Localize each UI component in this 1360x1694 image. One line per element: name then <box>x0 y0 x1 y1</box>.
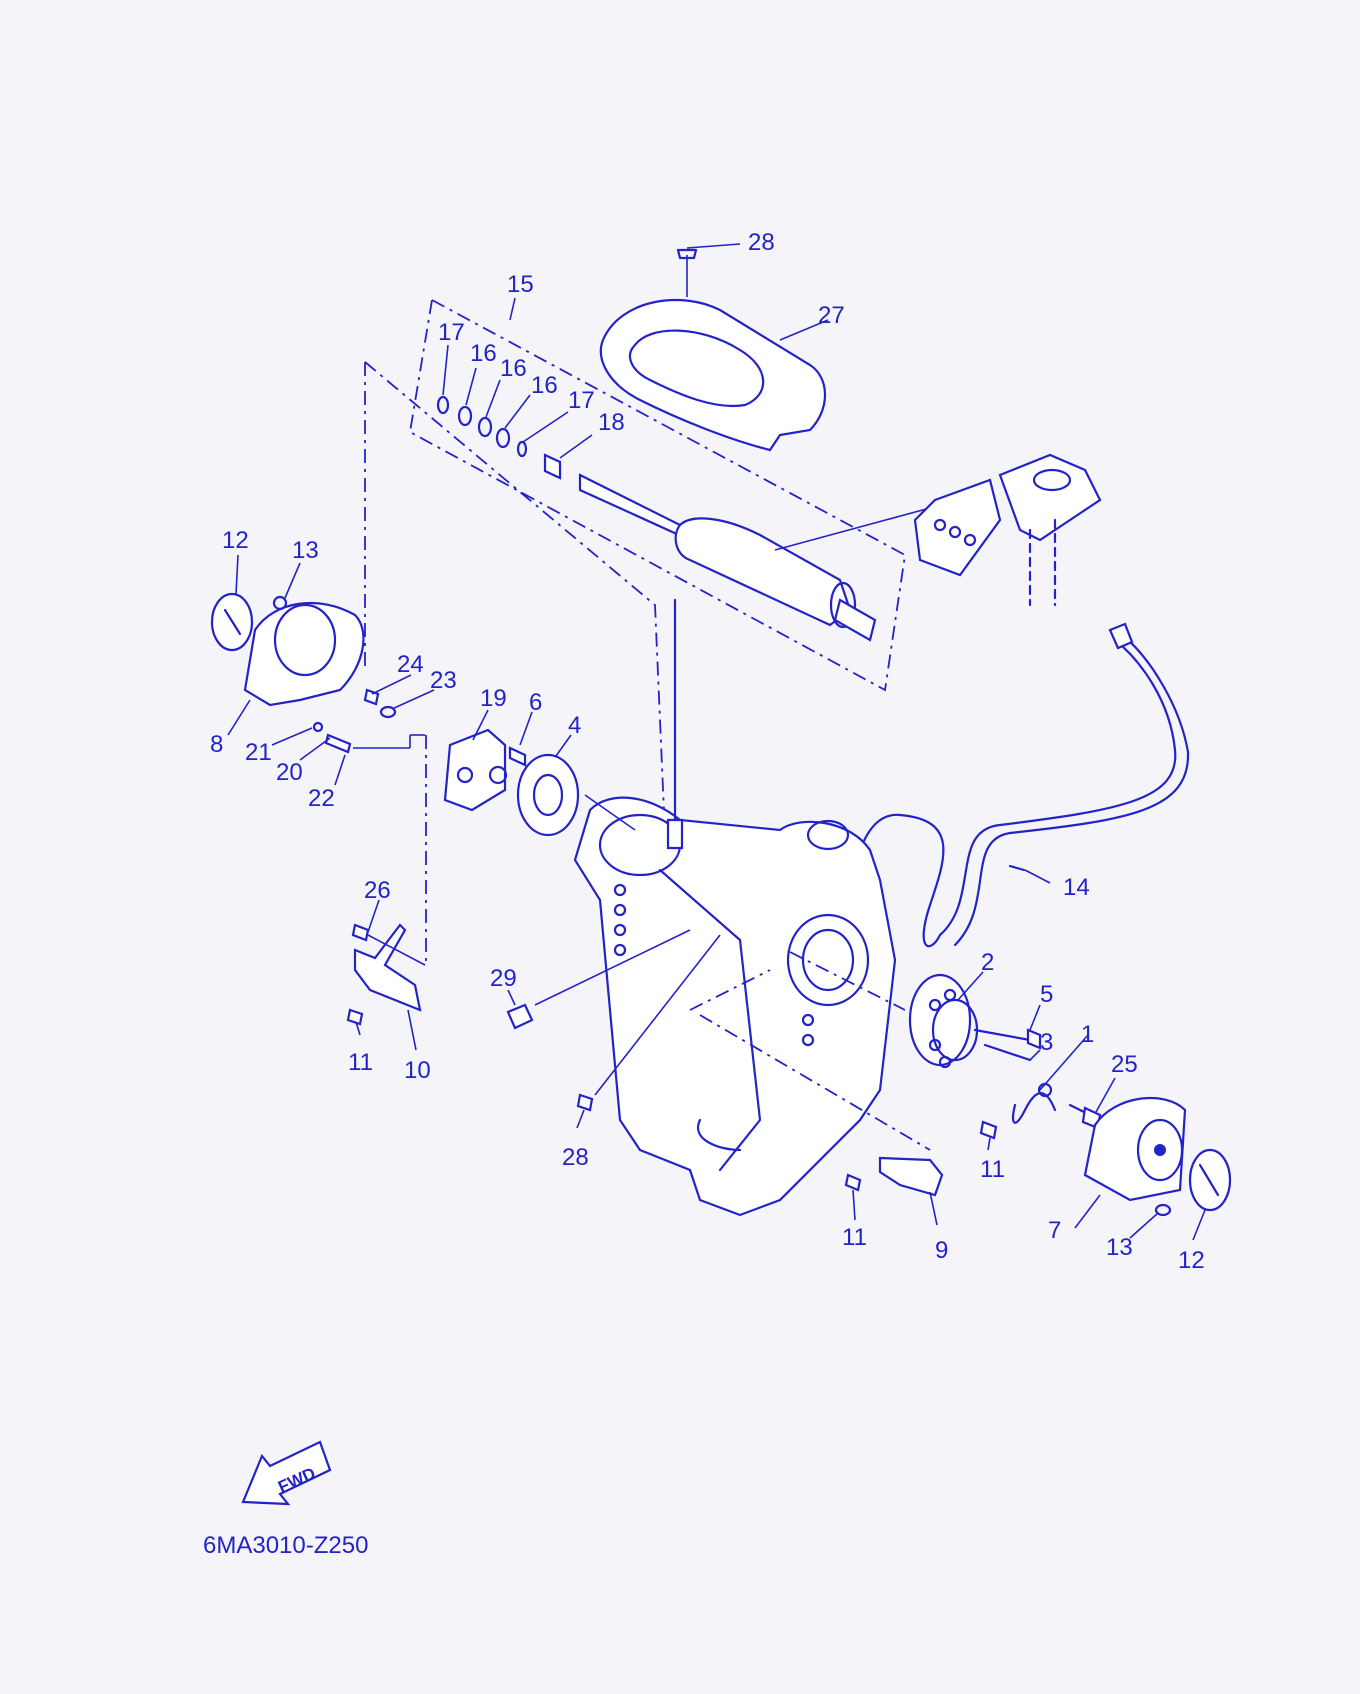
callout-8: 8 <box>210 731 223 758</box>
callout-16-second: 16 <box>500 355 527 382</box>
upper-cover-part <box>599 248 827 452</box>
callout-11-left: 11 <box>348 1049 373 1076</box>
callout-1: 1 <box>1081 1021 1094 1048</box>
callout-12-right: 12 <box>1178 1247 1205 1274</box>
callout-26: 26 <box>364 877 391 904</box>
callout-15: 15 <box>507 271 534 298</box>
callout-28-top: 28 <box>748 229 775 256</box>
steering-arm-part <box>913 453 1102 607</box>
callout-24: 24 <box>397 651 424 678</box>
callout-labels: 28 27 15 17 16 16 16 17 18 12 13 8 24 23… <box>210 229 1205 1274</box>
callout-16-first: 16 <box>470 340 497 367</box>
wire-harness-part <box>853 622 1190 948</box>
bolt-6-part <box>508 746 527 767</box>
callout-3: 3 <box>1040 1029 1053 1056</box>
right-cap-part <box>1188 1148 1232 1212</box>
callout-17-lower: 17 <box>568 387 595 414</box>
bolt-13-right <box>1154 1203 1172 1217</box>
spring-1-part <box>1011 1034 1089 1124</box>
callout-25: 25 <box>1111 1051 1138 1078</box>
bolt-11-lower <box>844 1173 862 1192</box>
callout-11-right: 11 <box>980 1156 1005 1183</box>
bolt-28-lower <box>576 1093 594 1112</box>
callout-4: 4 <box>568 712 581 739</box>
fwd-arrow-icon: FWD <box>241 1440 332 1506</box>
callout-11-lower: 11 <box>842 1224 867 1251</box>
right-cover-part <box>1083 1096 1187 1202</box>
swivel-bracket-body <box>573 598 897 1217</box>
seal-disc-part <box>516 753 580 837</box>
callout-5: 5 <box>1040 981 1053 1008</box>
callout-28-lower: 28 <box>562 1144 589 1171</box>
callout-16-third: 16 <box>531 372 558 399</box>
bracket-10-part <box>346 923 426 1026</box>
callout-13-left: 13 <box>292 537 319 564</box>
callout-17-upper: 17 <box>438 319 465 346</box>
callout-21: 21 <box>245 739 272 766</box>
steering-shaft-group-outline <box>364 299 906 836</box>
pin-3-part <box>983 1043 1032 1062</box>
callout-7: 7 <box>1048 1217 1061 1244</box>
bolt-11-right <box>979 1120 998 1140</box>
steering-shaft-part <box>578 473 931 642</box>
bracket-9-part <box>878 1156 944 1197</box>
callout-29: 29 <box>490 965 517 992</box>
callout-20: 20 <box>276 759 303 786</box>
callout-9: 9 <box>935 1237 948 1264</box>
callout-13-right: 13 <box>1106 1234 1133 1261</box>
callout-6: 6 <box>529 689 542 716</box>
wedge-29-part <box>506 1003 534 1030</box>
left-cap-part <box>210 592 254 652</box>
mount-block-part <box>443 728 508 812</box>
callout-18: 18 <box>598 409 625 436</box>
callout-22: 22 <box>308 785 335 812</box>
diagram-code: 6MA3010-Z250 <box>203 1532 368 1559</box>
callout-27: 27 <box>818 302 845 329</box>
callout-19: 19 <box>480 685 507 712</box>
callout-2: 2 <box>981 949 994 976</box>
bolt-5-part <box>973 1028 1042 1050</box>
leader-lines <box>227 243 1206 1241</box>
callout-23: 23 <box>430 667 457 694</box>
callout-12-left: 12 <box>222 527 249 554</box>
left-bracket-part <box>243 595 365 707</box>
o-rings-part <box>436 395 562 480</box>
callout-14: 14 <box>1063 874 1090 901</box>
callout-10: 10 <box>404 1057 431 1084</box>
